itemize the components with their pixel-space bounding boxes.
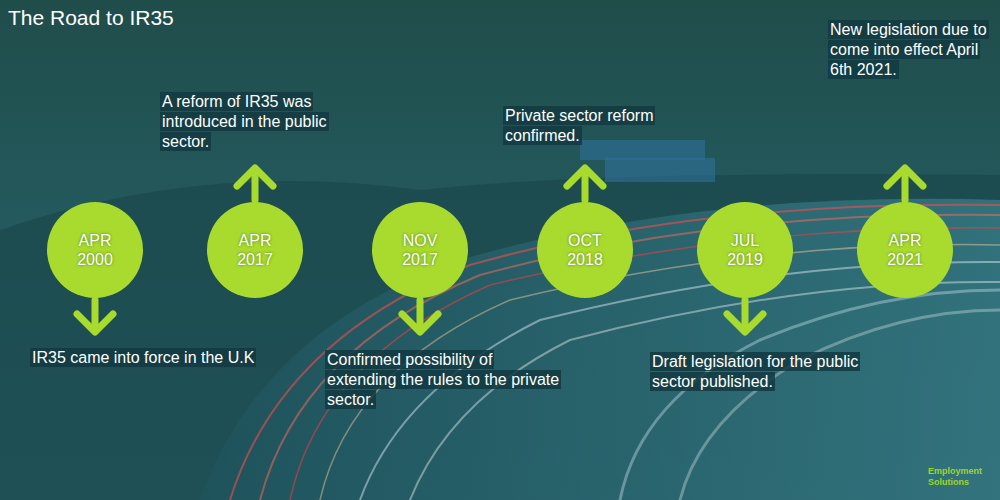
event-description: Private sector reform confirmed. [503,106,683,146]
description-text: Draft legislation for the public sector … [650,352,860,391]
date-label: JUL 2019 [715,202,775,298]
up-arrow [237,168,273,200]
diagram-title: The Road to IR35 [8,6,174,30]
description-text: New legislation due to come into effect … [828,20,989,79]
event-description: New legislation due to come into effect … [828,20,988,80]
date-text: APR 2017 [225,231,285,269]
date-label: NOV 2017 [390,202,450,298]
description-text: Confirmed possibility of extending the r… [325,350,561,409]
date-text: OCT 2018 [555,231,615,269]
timeline-circle: JUL 2019Draft legislation for the public… [697,202,793,298]
event-description: A reform of IR35 was introduced in the p… [160,92,360,152]
description-text: A reform of IR35 was introduced in the p… [160,92,329,151]
timeline-circle: APR 2017A reform of IR35 was introduced … [207,202,303,298]
date-text: NOV 2017 [390,231,450,269]
up-arrow [567,168,603,200]
watermark: Employment Solutions [928,466,994,488]
event-description: Draft legislation for the public sector … [650,352,865,392]
date-label: APR 2017 [225,202,285,298]
description-text: IR35 came into force in the U.K [30,348,256,367]
down-arrow [77,300,113,332]
timeline-circle: APR 2021New legislation due to come into… [857,202,953,298]
up-arrow [887,168,923,200]
event-description: IR35 came into force in the U.K [30,348,320,368]
date-text: APR 2000 [65,231,125,269]
date-label: APR 2000 [65,202,125,298]
date-label: OCT 2018 [555,202,615,298]
timeline-circle: OCT 2018Private sector reform confirmed. [537,202,633,298]
timeline-circle: NOV 2017Confirmed possibility of extendi… [372,202,468,298]
down-arrow [402,300,438,332]
timeline-circle: APR 2000IR35 came into force in the U.K [47,202,143,298]
event-description: Confirmed possibility of extending the r… [325,350,565,410]
date-label: APR 2021 [875,202,935,298]
down-arrow [727,300,763,332]
date-text: APR 2021 [875,231,935,269]
description-text: Private sector reform confirmed. [503,106,655,145]
date-text: JUL 2019 [715,231,775,269]
